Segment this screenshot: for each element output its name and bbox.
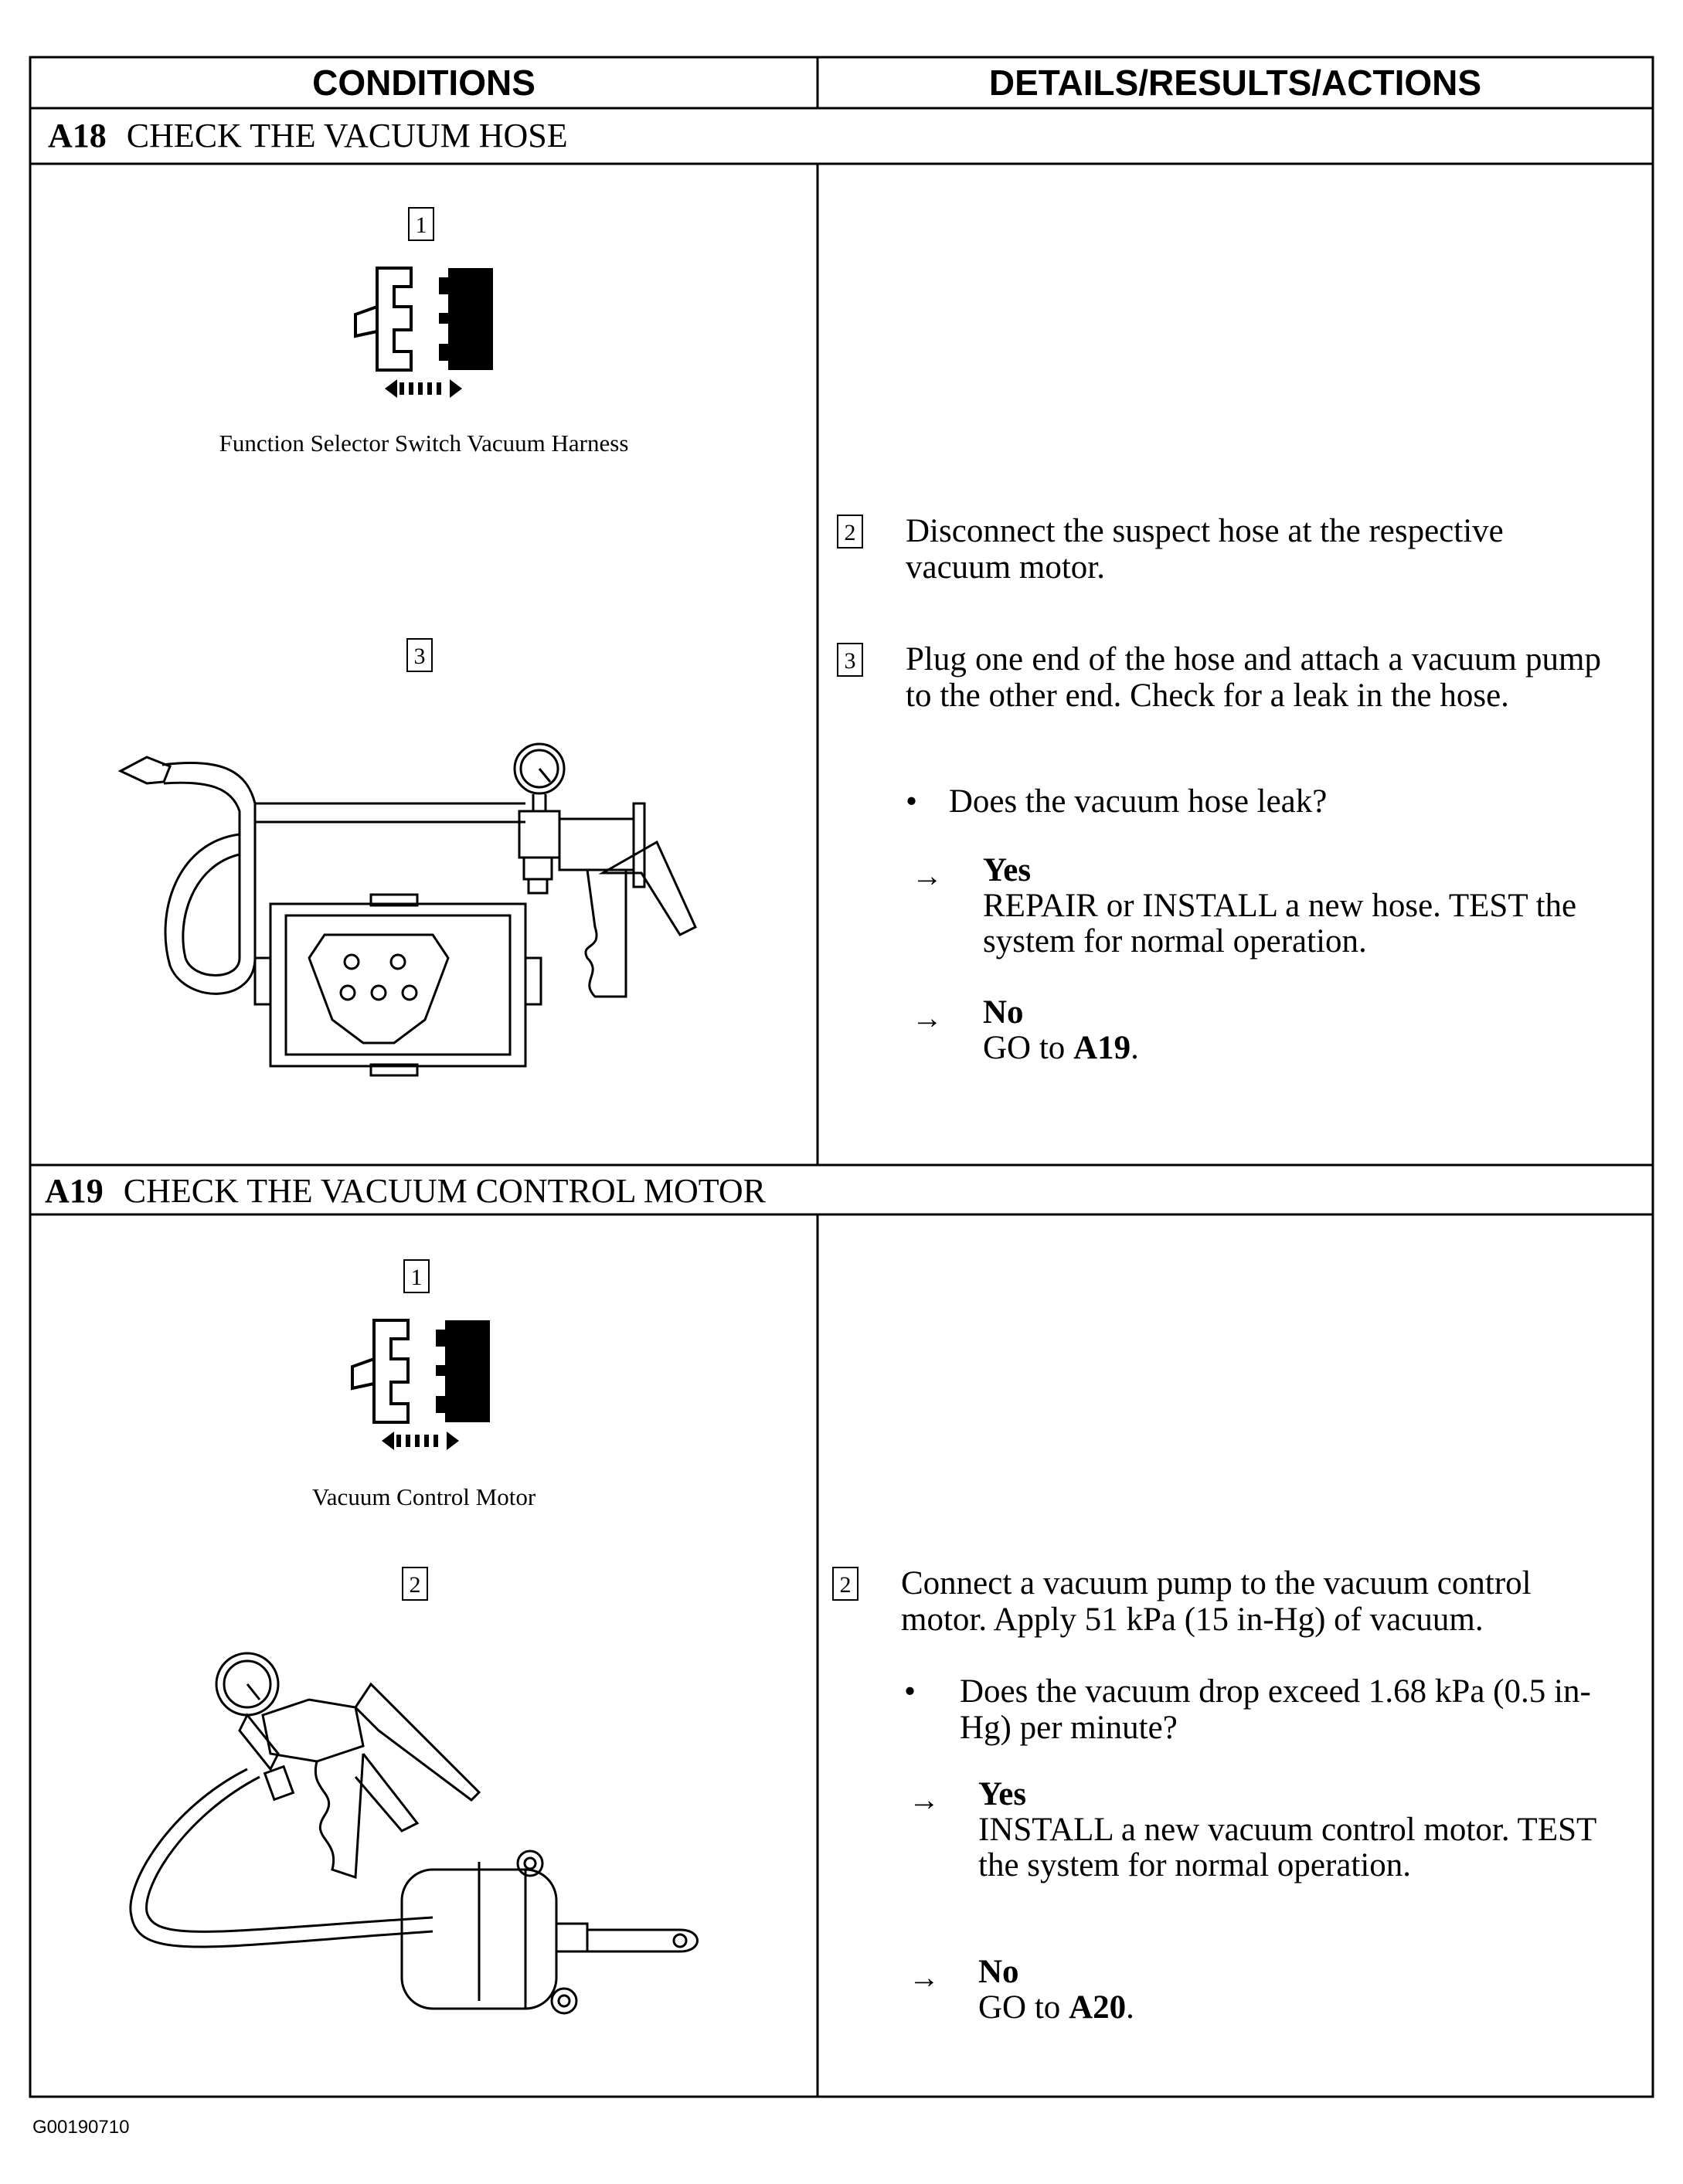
conditions-header: CONDITIONS (312, 63, 536, 103)
a18-yes-block: Yes REPAIR or INSTALL a new hose. TEST t… (983, 853, 1624, 960)
a19-no-suffix: . (1126, 1989, 1134, 2026)
a18-yes-label: Yes (983, 852, 1032, 888)
a18-no-suffix: . (1130, 1030, 1139, 1066)
section-a19-title: A19 CHECK THE VACUUM CONTROL MOTOR (45, 1171, 766, 1211)
a18-step3-text: Plug one end of the hose and attach a va… (906, 641, 1601, 714)
a18-no-label: No (983, 994, 1024, 1031)
section-a18-text: CHECK THE VACUUM HOSE (126, 117, 568, 155)
bullet-icon: • (904, 1673, 916, 1710)
a18-no-prefix: GO to (983, 1030, 1074, 1066)
a18-callout-3: 3 (406, 638, 433, 672)
a18-question: • Does the vacuum hose leak? (906, 783, 1327, 820)
a18-step2-text: Disconnect the suspect hose at the respe… (906, 513, 1504, 586)
section-a18-title: A18 CHECK THE VACUUM HOSE (48, 116, 568, 155)
figure-code: G00190710 (32, 2117, 130, 2138)
vacuum-pump-hose-illustration (117, 742, 697, 1077)
section-a18-id: A18 (48, 117, 107, 155)
a19-no-target: A20 (1069, 1989, 1127, 2026)
a19-step2-text: Connect a vacuum pump to the vacuum cont… (901, 1565, 1532, 1638)
a18-yes-text: REPAIR or INSTALL a new hose. TEST the s… (983, 888, 1577, 960)
a18-no-block: No GO to A19. (983, 995, 1139, 1066)
vacuum-pump-motor-illustration (129, 1652, 699, 2015)
a18-question-text: Does the vacuum hose leak? (948, 783, 1328, 820)
a18-no-target: A19 (1073, 1030, 1131, 1066)
bullet-icon: • (906, 783, 918, 820)
arrow-icon: → (912, 858, 943, 893)
section-a19-id: A19 (45, 1172, 104, 1210)
a19-no-prefix: GO to (978, 1989, 1069, 2026)
arrow-icon: → (909, 1782, 940, 1817)
a19-question-text: Does the vacuum drop exceed 1.68 kPa (0.… (960, 1673, 1591, 1746)
a19-yes-text: INSTALL a new vacuum control motor. TEST… (978, 1812, 1596, 1883)
a19-yes-label: Yes (978, 1776, 1027, 1812)
a19-callout-2: 2 (402, 1567, 428, 1601)
a18-step2-callout: 2 (837, 515, 863, 549)
a19-callout-1: 1 (403, 1259, 430, 1293)
details-header: DETAILS/RESULTS/ACTIONS (988, 63, 1482, 103)
arrow-icon: → (909, 1960, 940, 1995)
a18-callout-1: 1 (408, 207, 434, 241)
a19-question: • Does the vacuum drop exceed 1.68 kPa (… (904, 1673, 1615, 1746)
a18-caption: Function Selector Switch Vacuum Harness (219, 430, 629, 457)
a19-yes-block: Yes INSTALL a new vacuum control motor. … (978, 1777, 1620, 1883)
a19-no-block: No GO to A20. (978, 1955, 1134, 2026)
a19-caption: Vacuum Control Motor (311, 1483, 536, 1510)
arrow-icon: → (912, 1000, 943, 1035)
connector-icon (354, 267, 493, 398)
a19-step2-callout: 2 (832, 1567, 858, 1601)
connector-icon (351, 1319, 490, 1450)
section-a19-text: CHECK THE VACUUM CONTROL MOTOR (123, 1172, 766, 1210)
a18-step3-callout: 3 (837, 643, 863, 677)
a19-no-label: No (978, 1954, 1019, 1990)
